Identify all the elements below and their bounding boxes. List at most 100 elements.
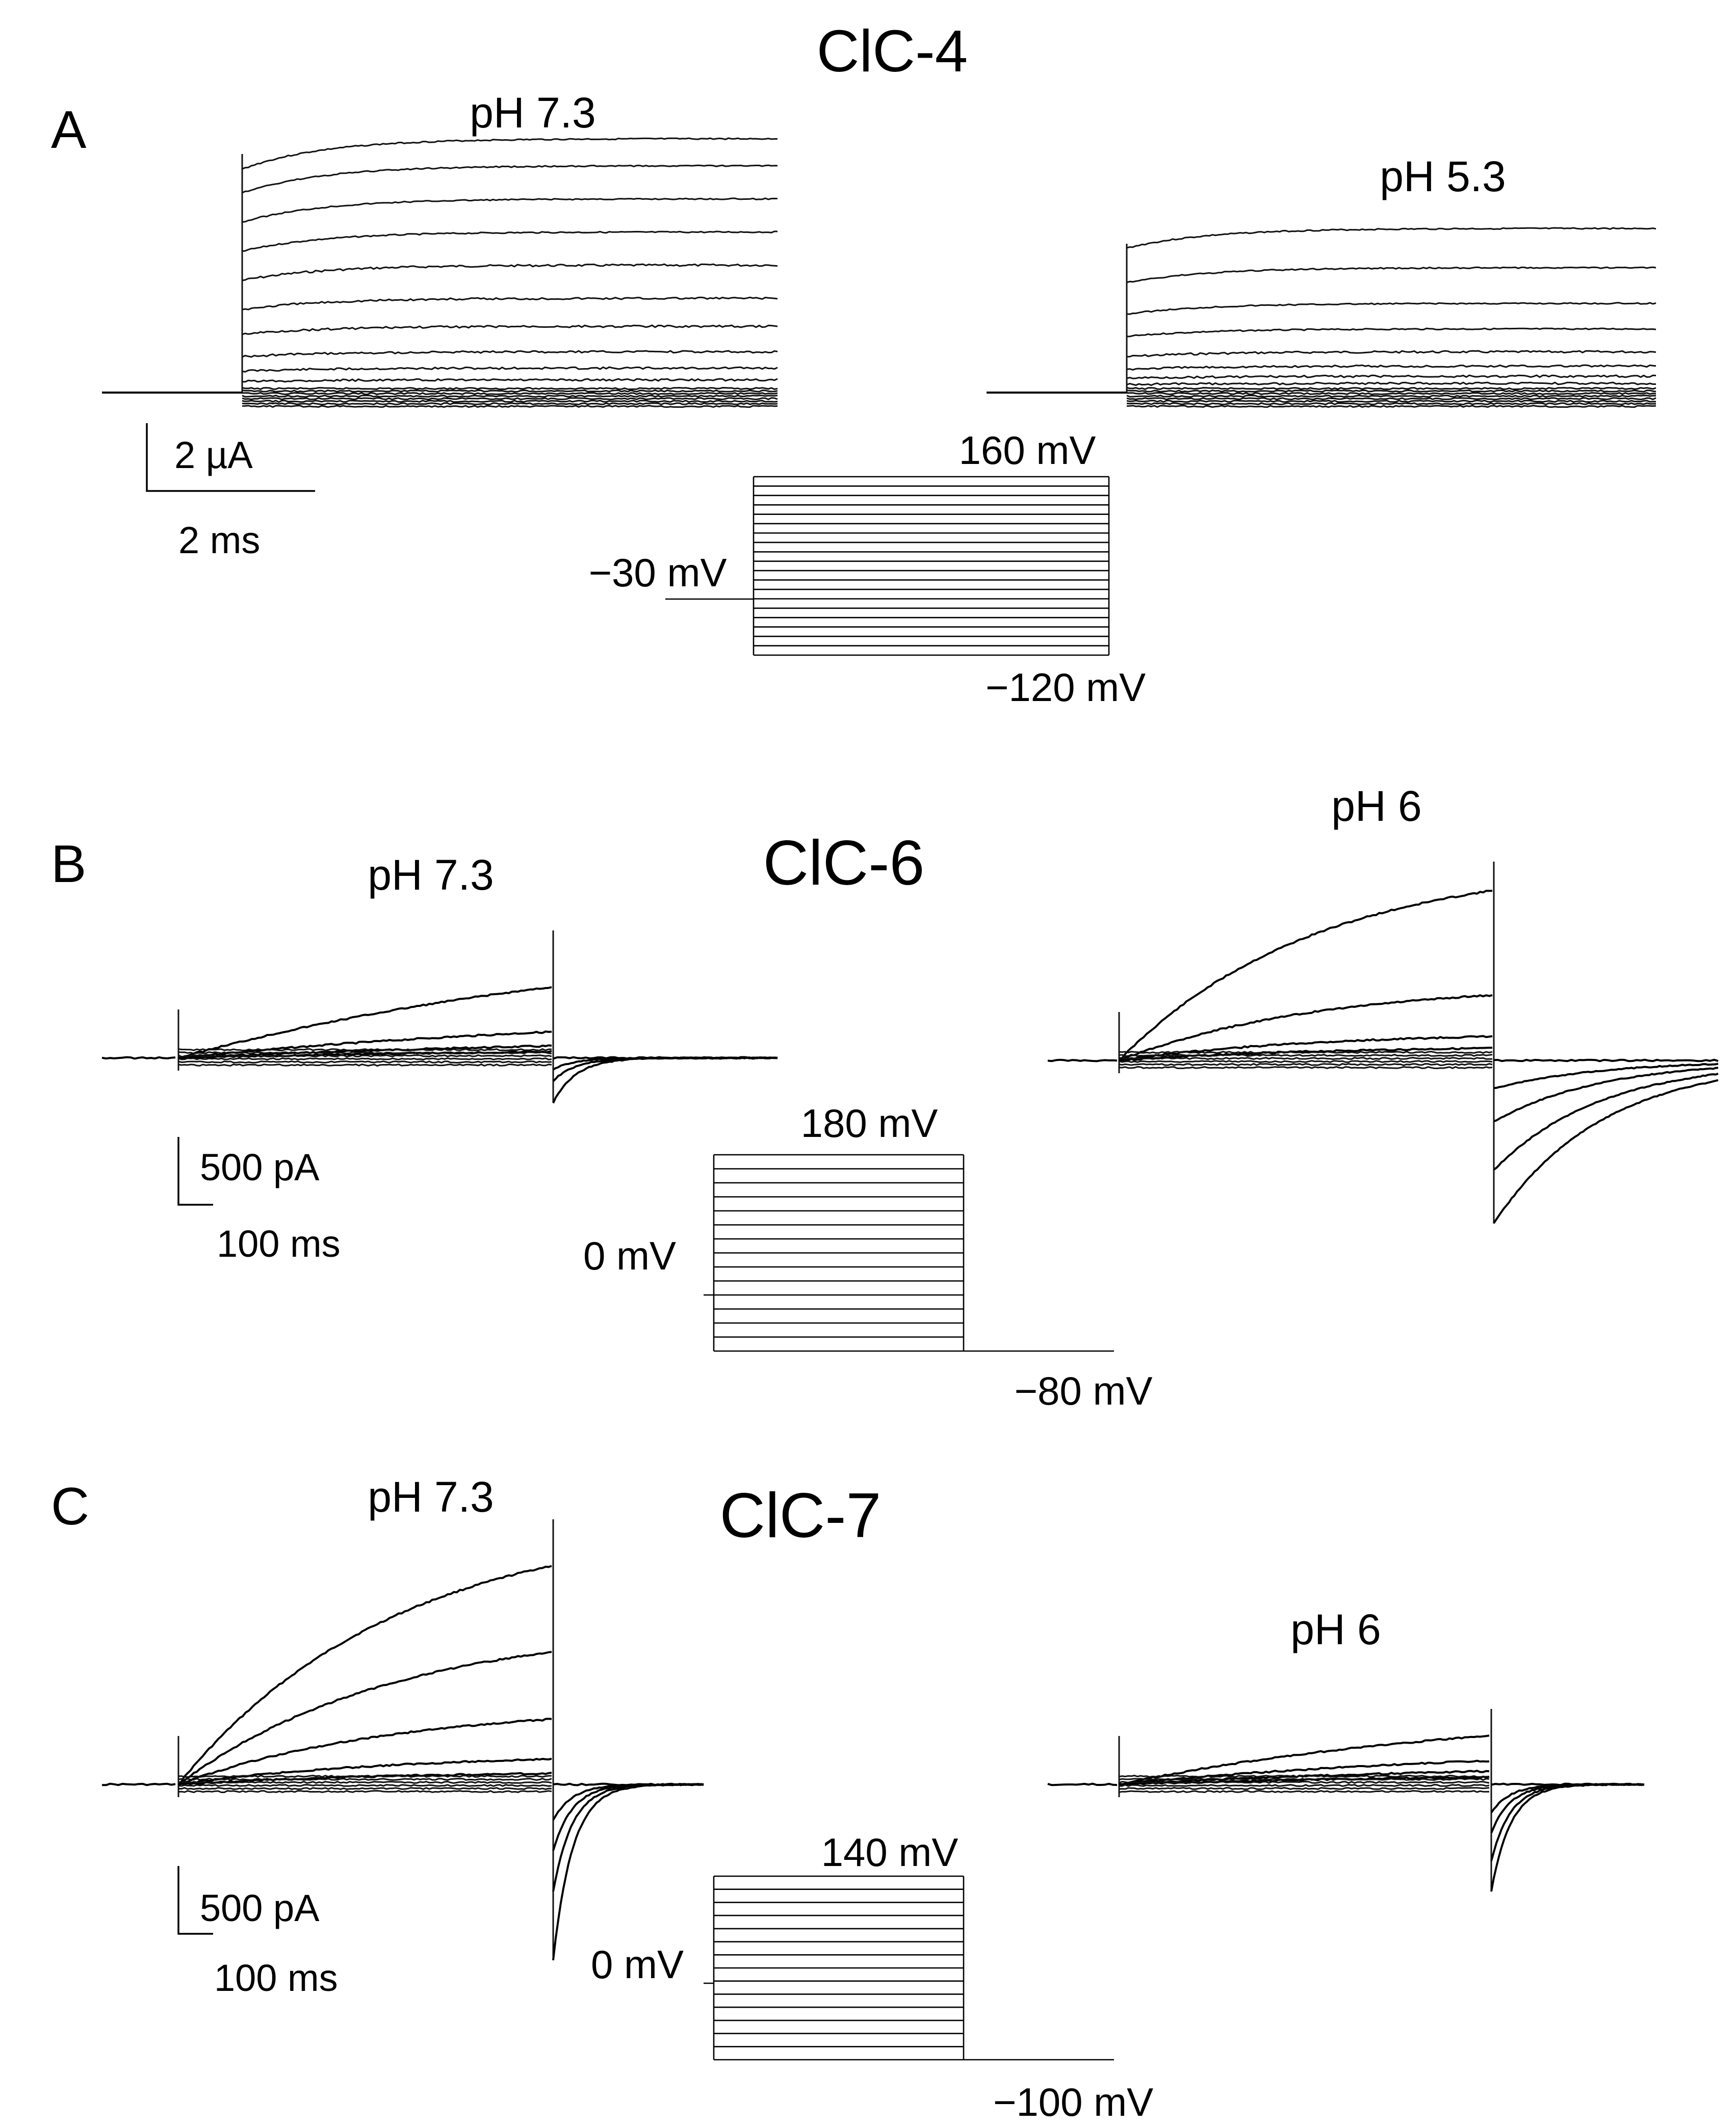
panel-b-right-condition: pH 6	[1331, 782, 1421, 830]
panel-a-protocol-top: 160 mV	[959, 428, 1096, 473]
panel-b: B ClC-6 pH 7.3 pH 6 500 pA 100 ms 180 mV…	[51, 782, 1719, 1413]
panel-a-scale-current: 2 µA	[174, 434, 253, 476]
current-trace	[1119, 994, 1493, 1062]
panel-c-protocol-bottom: −100 mV	[993, 2080, 1153, 2124]
panel-b-protocol-holding: 0 mV	[583, 1233, 676, 1278]
panel-c-right-condition: pH 6	[1290, 1605, 1381, 1653]
panel-c-scale-bar	[177, 1866, 213, 1935]
panel-c-title: ClC-7	[720, 1481, 882, 1551]
current-trace	[178, 1048, 552, 1052]
current-trace	[177, 1565, 552, 1786]
current-trace	[178, 1057, 552, 1060]
baseline-trace	[1047, 1058, 1118, 1062]
current-trace	[1126, 227, 1656, 249]
current-trace	[178, 1774, 552, 1778]
current-trace	[178, 1784, 552, 1787]
current-trace	[178, 986, 552, 1059]
tail-current-trace	[552, 1783, 704, 1960]
panel-a-protocol-bottom: −120 mV	[986, 665, 1146, 710]
current-trace	[1119, 1060, 1493, 1064]
current-trace	[1126, 404, 1656, 408]
current-trace	[1126, 402, 1656, 406]
current-trace	[242, 263, 778, 281]
panel-a: ClC-4 A pH 7.3 pH 5.3 2 µA 2 ms 160 mV −…	[51, 18, 1656, 710]
current-trace	[1119, 1780, 1490, 1784]
current-trace	[1126, 389, 1656, 393]
panel-b-scale-time: 100 ms	[217, 1223, 341, 1265]
current-trace	[178, 1054, 552, 1058]
current-trace	[177, 1651, 552, 1786]
panel-a-title: ClC-4	[817, 18, 968, 84]
current-trace	[242, 397, 778, 401]
panel-c-scale-time: 100 ms	[214, 1957, 338, 1999]
current-trace	[1126, 364, 1656, 371]
baseline-trace	[1047, 1782, 1118, 1786]
current-trace	[178, 1718, 552, 1786]
current-trace	[242, 378, 778, 383]
panel-c-letter: C	[51, 1477, 89, 1536]
panel-c-left-current-traces	[101, 1519, 704, 1960]
current-trace	[1119, 1759, 1490, 1786]
panel-a-protocol-holding: −30 mV	[589, 550, 727, 595]
current-trace	[1119, 1050, 1493, 1054]
panel-b-voltage-protocol	[704, 1154, 1114, 1352]
panel-b-left-current-traces	[101, 930, 778, 1104]
panel-a-letter: A	[51, 100, 87, 160]
current-trace	[178, 1051, 552, 1055]
current-trace	[1119, 1056, 1492, 1060]
current-trace	[1119, 1777, 1490, 1781]
panel-c-scale-current: 500 pA	[200, 1887, 320, 1929]
current-trace	[1119, 1786, 1490, 1790]
tail-current-trace	[1493, 1079, 1719, 1224]
current-trace	[242, 394, 778, 398]
tail-current-trace	[1490, 1783, 1644, 1892]
current-trace	[1126, 374, 1656, 379]
current-trace	[242, 366, 778, 373]
panel-b-left-condition: pH 7.3	[368, 851, 494, 899]
current-trace	[242, 164, 778, 194]
baseline-trace	[553, 1782, 701, 1786]
current-trace	[1119, 1047, 1492, 1062]
current-trace	[178, 1787, 552, 1791]
current-trace	[178, 1060, 552, 1064]
current-trace	[178, 1790, 552, 1794]
panel-c-voltage-protocol	[704, 1875, 1114, 2061]
current-trace	[1126, 266, 1656, 283]
current-trace	[242, 389, 778, 393]
panel-a-right-condition: pH 5.3	[1380, 152, 1506, 200]
current-trace	[1126, 381, 1656, 386]
tail-current-trace	[1493, 1067, 1719, 1123]
panel-b-scale-bar	[177, 1137, 213, 1206]
current-trace	[1126, 302, 1656, 315]
current-trace	[1126, 350, 1656, 358]
current-trace	[1119, 1734, 1490, 1785]
current-trace	[1118, 890, 1493, 1061]
current-trace	[242, 350, 778, 358]
current-trace	[1119, 1066, 1493, 1070]
current-trace	[178, 1044, 552, 1059]
panel-b-protocol-top: 180 mV	[801, 1101, 938, 1146]
baseline-trace	[101, 1056, 176, 1060]
panel-a-voltage-protocol	[665, 476, 1110, 656]
current-trace	[242, 197, 778, 223]
current-trace	[242, 296, 778, 310]
current-trace	[178, 1063, 552, 1067]
panel-b-letter: B	[51, 835, 86, 894]
panel-c: C ClC-7 pH 7.3 pH 6 500 pA 100 ms 140 mV…	[51, 1473, 1645, 2124]
current-trace	[1119, 1053, 1493, 1057]
baseline-trace	[1493, 1058, 1719, 1062]
tail-current-trace	[1490, 1783, 1645, 1861]
tail-current-trace	[1493, 1062, 1719, 1090]
current-trace	[1119, 1790, 1490, 1794]
current-trace	[178, 1780, 552, 1784]
panel-b-title: ClC-6	[763, 828, 925, 898]
current-trace	[1119, 1783, 1490, 1787]
current-trace	[242, 402, 778, 406]
current-trace	[1119, 1062, 1493, 1067]
current-trace	[178, 1777, 552, 1781]
panel-c-right-current-traces	[1047, 1709, 1645, 1892]
panel-b-scale-current: 500 pA	[200, 1146, 320, 1188]
panel-b-protocol-bottom: −80 mV	[1015, 1368, 1153, 1413]
panel-a-scale-time: 2 ms	[178, 519, 260, 561]
current-trace	[1119, 1774, 1490, 1778]
